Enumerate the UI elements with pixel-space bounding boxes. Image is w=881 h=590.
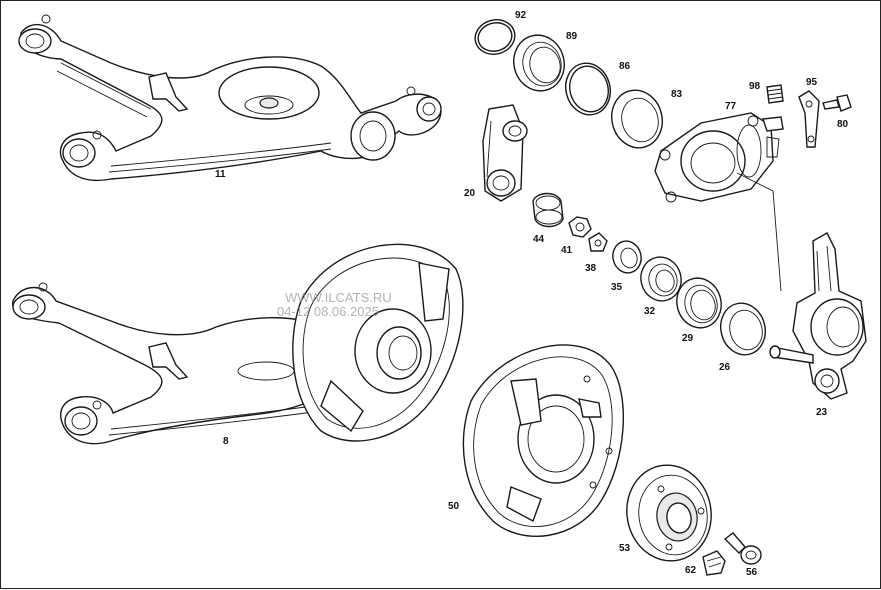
carrier-77[interactable]: [654, 112, 784, 203]
seal-ring-83[interactable]: [605, 85, 668, 154]
callout-98: 98: [749, 81, 761, 92]
bearing-32[interactable]: [636, 253, 686, 306]
clip-62[interactable]: [702, 550, 726, 576]
callout-53: 53: [619, 543, 631, 554]
callout-20: 20: [464, 188, 476, 199]
trailing-arm-upper[interactable]: [18, 14, 442, 182]
snap-ring-86[interactable]: [560, 58, 616, 120]
callout-95: 95: [806, 77, 818, 88]
callout-29: 29: [682, 333, 694, 344]
callout-8: 8: [223, 436, 229, 447]
callout-86: 86: [619, 61, 631, 72]
callout-80: 80: [837, 119, 849, 130]
callout-44: 44: [533, 234, 545, 245]
bearing-35[interactable]: [609, 238, 644, 276]
callout-11: 11: [215, 169, 226, 180]
bushing-44[interactable]: [532, 192, 564, 228]
bracket-20[interactable]: [482, 104, 528, 202]
callout-26: 26: [719, 362, 731, 373]
backing-plate-50[interactable]: [462, 344, 624, 537]
callout-77: 77: [725, 101, 737, 112]
bearing-ring-29[interactable]: [671, 273, 726, 333]
callout-35: 35: [611, 282, 623, 293]
nut-41[interactable]: [568, 216, 592, 238]
bearing-ring-89[interactable]: [508, 29, 571, 96]
leader-line-77-23: [736, 172, 782, 292]
spring-98[interactable]: [766, 84, 784, 104]
callout-50: 50: [448, 501, 460, 512]
callout-89: 89: [566, 31, 578, 42]
callout-23: 23: [816, 407, 828, 418]
callout-56: 56: [746, 567, 758, 578]
snap-ring-92[interactable]: [471, 15, 518, 58]
washer-38[interactable]: [588, 232, 608, 252]
callout-32: 32: [644, 306, 656, 317]
callout-62: 62: [685, 565, 697, 576]
trailing-arm-lower[interactable]: [12, 282, 342, 445]
bolt-56[interactable]: [723, 532, 762, 565]
callout-38: 38: [585, 263, 597, 274]
bolt-80[interactable]: [822, 94, 852, 112]
callout-83: 83: [671, 89, 683, 100]
seal-26[interactable]: [715, 298, 771, 360]
brake-backing-plate-mounted[interactable]: [292, 243, 464, 442]
knuckle-23[interactable]: [769, 232, 867, 400]
callout-92: 92: [515, 10, 527, 21]
callout-41: 41: [561, 245, 573, 256]
clip-95[interactable]: [798, 90, 820, 148]
brake-shoe-plate-53[interactable]: [619, 458, 718, 567]
watermark-line-1: WWW.ILCATS.RU: [285, 290, 392, 305]
watermark-line-2: 04-12 08.06.2025: [277, 304, 379, 319]
